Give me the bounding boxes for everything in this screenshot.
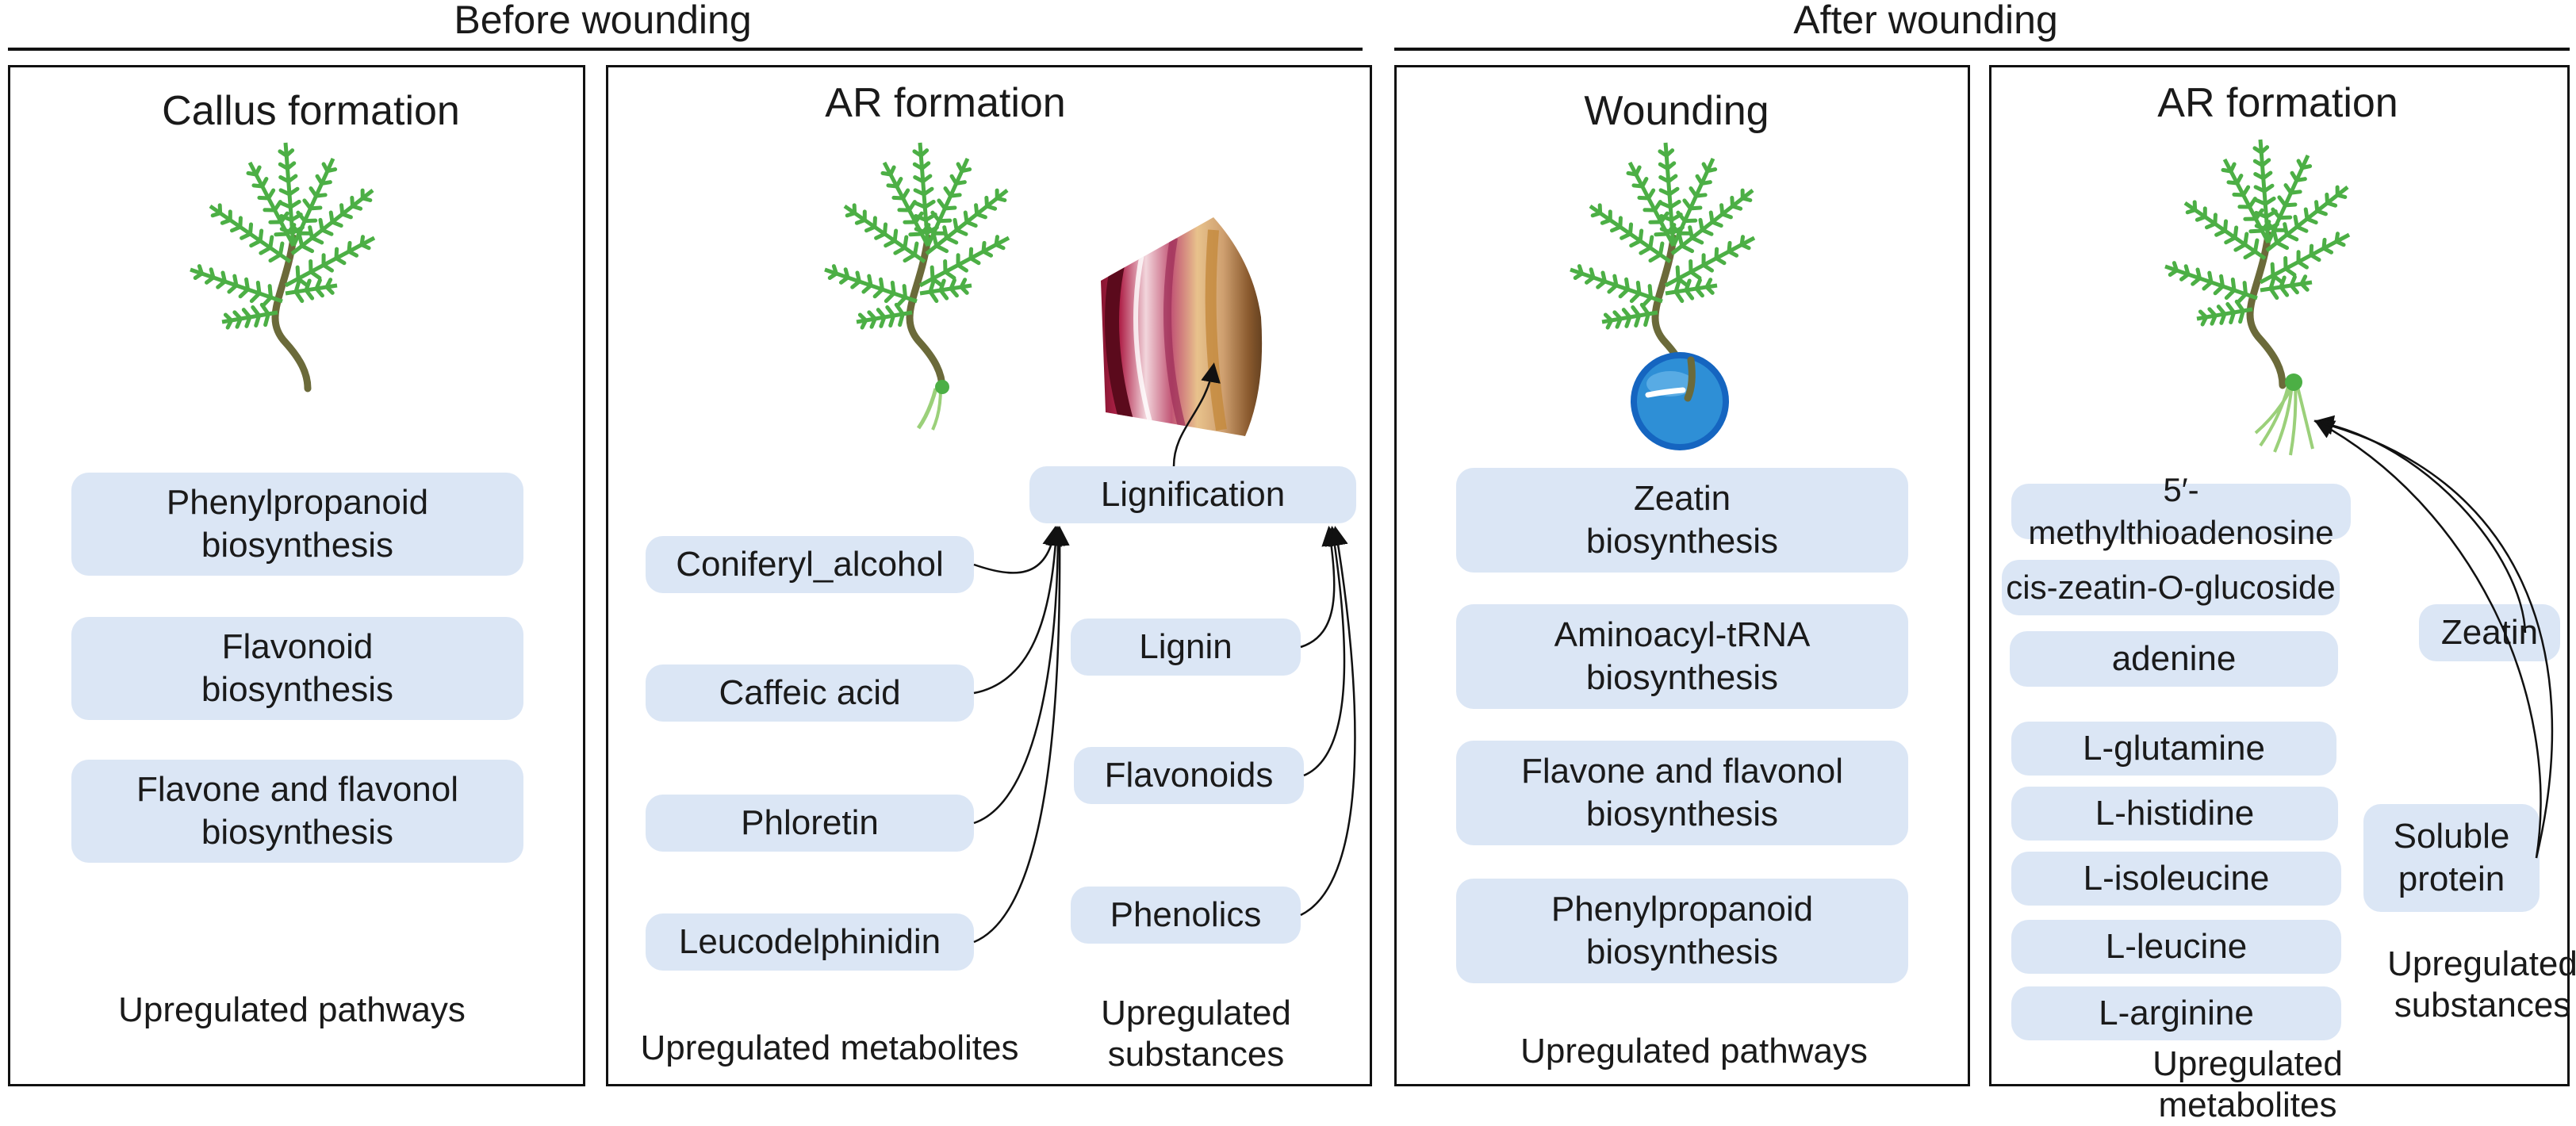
- header-before-wounding: Before wounding: [454, 0, 752, 42]
- pathway-pill: Flavonoid biosynthesis: [71, 617, 523, 720]
- connector-arrows: [973, 362, 2554, 944]
- caption-upregulated-metabolites: Upregulated metabolites: [640, 1028, 1019, 1067]
- pathway-pill: Flavone and flavonol biosynthesis: [71, 760, 523, 863]
- header-rule-after: [1394, 48, 2570, 51]
- metabolite-pill: L-glutamine: [2011, 722, 2336, 776]
- panel-title-wounding: Wounding: [1584, 88, 1769, 134]
- metabolite-pill: adenine: [2010, 631, 2338, 687]
- plant-illustration-callus: [190, 142, 376, 393]
- substance-pill: Phenolics: [1071, 887, 1301, 944]
- pathway-pill: Phenylpropanoid biosynthesis: [1456, 879, 1908, 983]
- substance-pill: Soluble protein: [2363, 804, 2540, 912]
- pathway-pill: Aminoacyl-tRNA biosynthesis: [1456, 604, 1908, 709]
- wound-disc-icon: [1631, 352, 1729, 450]
- metabolite-pill: Caffeic acid: [646, 664, 974, 722]
- plant-illustration-ar-before: [824, 142, 1010, 431]
- caption-upregulated-substances: Upregulated substances: [2387, 944, 2576, 1025]
- plant-illustration-wounding: [1570, 142, 1756, 393]
- substance-pill: Zeatin: [2419, 604, 2560, 661]
- header-after-wounding: After wounding: [1793, 0, 2058, 42]
- stem-cross-section-image: [1101, 217, 1263, 436]
- substance-pill: Flavonoids: [1074, 747, 1304, 804]
- pathway-pill: Zeatin biosynthesis: [1456, 468, 1908, 573]
- caption-upregulated-pathways: Upregulated pathways: [118, 990, 466, 1029]
- plant-illustration-ar-after: [2164, 139, 2351, 456]
- metabolite-pill: L-histidine: [2011, 787, 2338, 841]
- lignification-pill: Lignification: [1029, 466, 1356, 523]
- metabolite-pill: L-arginine: [2011, 986, 2341, 1040]
- metabolite-pill: 5′-methylthioadenosine: [2011, 471, 2351, 551]
- pathway-pill: Phenylpropanoid biosynthesis: [71, 473, 523, 576]
- metabolite-pill: Leucodelphinidin: [646, 913, 974, 971]
- caption-upregulated-substances: Upregulated substances: [1101, 994, 1291, 1074]
- metabolite-pill: Coniferyl_alcohol: [646, 536, 974, 593]
- caption-upregulated-pathways: Upregulated pathways: [1520, 1032, 1868, 1070]
- metabolite-pill: cis-zeatin-O-glucoside: [2002, 560, 2340, 615]
- pathway-pill: Flavone and flavonol biosynthesis: [1456, 741, 1908, 845]
- panel-title-callus: Callus formation: [162, 88, 460, 134]
- metabolite-pill: Phloretin: [646, 795, 974, 852]
- panel-title-ar-after: AR formation: [2157, 80, 2398, 126]
- substance-pill: Lignin: [1071, 619, 1301, 676]
- panel-title-ar-before: AR formation: [825, 80, 1066, 126]
- header-rule-before: [8, 48, 1363, 51]
- metabolite-pill: L-isoleucine: [2011, 852, 2341, 906]
- metabolite-pill: L-leucine: [2011, 920, 2341, 974]
